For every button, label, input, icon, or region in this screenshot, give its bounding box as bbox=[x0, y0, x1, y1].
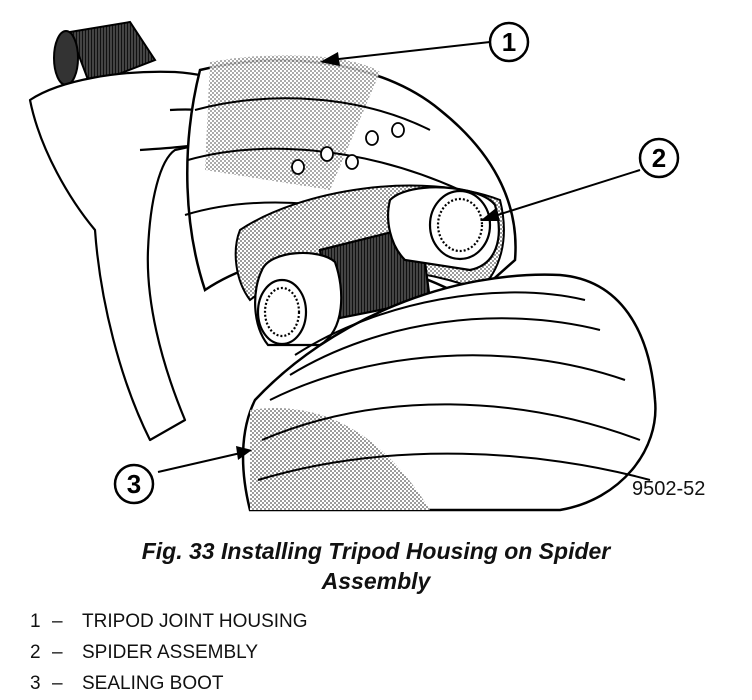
legend-dash: – bbox=[52, 673, 63, 694]
sealing-boot bbox=[241, 273, 657, 512]
legend-item: 2–SPIDER ASSEMBLY bbox=[30, 637, 308, 668]
legend-label: SPIDER ASSEMBLY bbox=[82, 642, 258, 663]
figure-caption: Fig. 33 Installing Tripod Housing on Spi… bbox=[0, 536, 752, 596]
caption-line-1: Fig. 33 Installing Tripod Housing on Spi… bbox=[141, 538, 611, 564]
legend-number: 1 bbox=[30, 611, 41, 632]
caption-line-2: Assembly bbox=[321, 568, 431, 594]
callout-2-number: 2 bbox=[652, 143, 666, 173]
legend-label: SEALING BOOT bbox=[82, 673, 224, 694]
callout-3: 3 bbox=[113, 446, 252, 505]
callout-1: 1 bbox=[320, 21, 530, 66]
legend-number: 2 bbox=[30, 642, 41, 663]
housing-vent-holes bbox=[291, 122, 405, 175]
callout-1-number: 1 bbox=[502, 27, 516, 57]
legend-list: 1–TRIPOD JOINT HOUSING 2–SPIDER ASSEMBLY… bbox=[30, 606, 308, 699]
legend-item: 3–SEALING BOOT bbox=[30, 668, 308, 699]
callout-3-number: 3 bbox=[127, 469, 141, 499]
tripod-housing-illustration: 1 2 3 bbox=[28, 20, 680, 512]
figure-code: 9502-52 bbox=[632, 478, 706, 500]
legend-item: 1–TRIPOD JOINT HOUSING bbox=[30, 606, 308, 637]
spider-assembly bbox=[254, 186, 500, 347]
legend-dash: – bbox=[52, 611, 63, 632]
legend-number: 3 bbox=[30, 673, 41, 694]
callout-2: 2 bbox=[480, 137, 680, 221]
legend-label: TRIPOD JOINT HOUSING bbox=[82, 611, 308, 632]
legend-dash: – bbox=[52, 642, 63, 663]
